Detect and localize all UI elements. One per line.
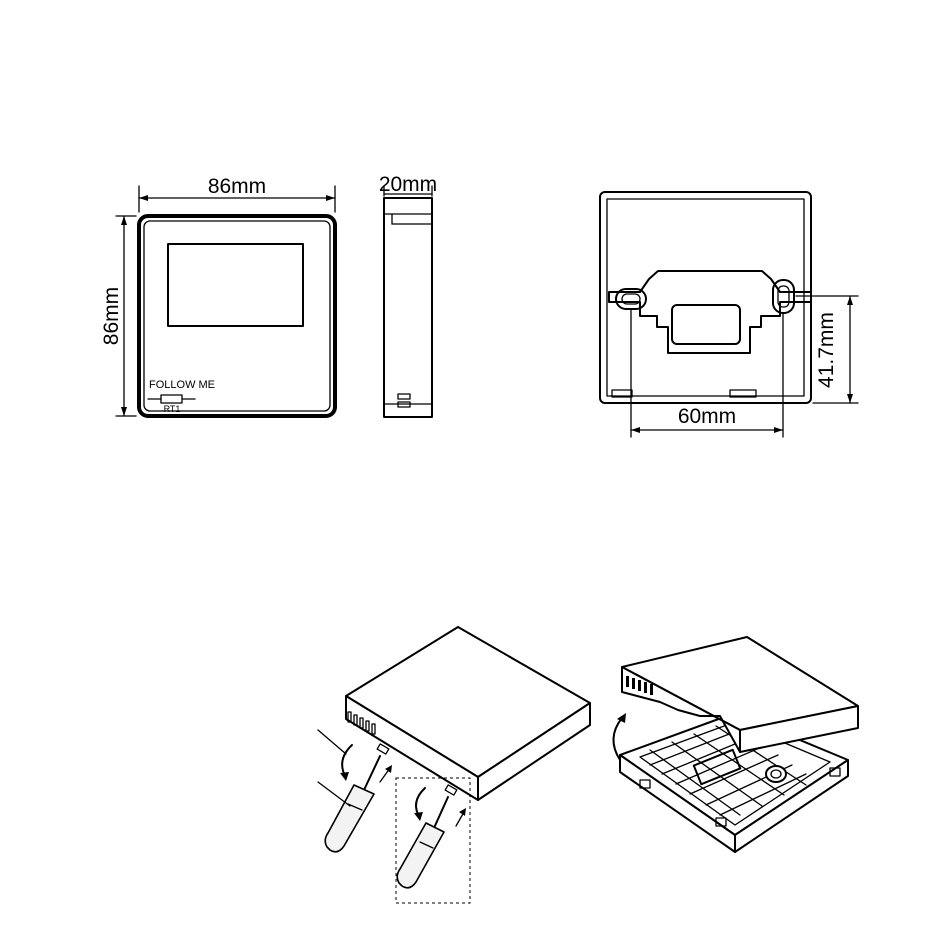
arrow-down xyxy=(847,394,853,403)
arrow-left xyxy=(139,195,148,201)
front-view: 86mm 86mm FOLLOW ME RT1 xyxy=(100,175,335,416)
back-outer-frame xyxy=(600,192,811,403)
screwdriver-icon xyxy=(397,797,448,888)
hole-spacing-label: 60mm xyxy=(678,405,736,428)
arrow-left xyxy=(631,427,640,433)
arrow-down xyxy=(121,407,127,416)
arrow-up xyxy=(847,296,853,305)
screwdriver-icon xyxy=(325,756,380,852)
hole-height-label: 41.7mm xyxy=(815,312,838,388)
display-screen xyxy=(168,244,303,326)
arrow-right xyxy=(774,427,783,433)
arrow-right xyxy=(326,195,335,201)
arrow-head xyxy=(340,772,349,781)
side-clip-top xyxy=(398,394,410,399)
arrow-head xyxy=(414,812,423,821)
removal-step-lift-cover xyxy=(613,637,858,852)
side-view: 20mm xyxy=(379,173,437,417)
clip-slot-left xyxy=(377,744,389,754)
arrow-up xyxy=(121,216,127,225)
arrow-head xyxy=(385,765,392,773)
base-mounting-hole xyxy=(766,766,786,782)
back-inner-frame xyxy=(607,199,804,396)
device-top-face xyxy=(346,627,590,777)
side-body xyxy=(384,198,432,417)
removal-step-screwdriver xyxy=(318,627,590,903)
leader-line xyxy=(318,782,350,806)
back-view: 60mm 41.7mm xyxy=(600,192,858,437)
sensor-resistor-icon xyxy=(161,395,182,403)
leader-line xyxy=(318,730,346,754)
follow-me-label: FOLLOW ME xyxy=(149,379,215,391)
front-width-label: 86mm xyxy=(208,175,266,198)
side-depth-label: 20mm xyxy=(379,173,437,196)
front-height-label: 86mm xyxy=(100,287,123,345)
wire-cutout xyxy=(672,305,740,344)
sensor-code-label: RT1 xyxy=(164,404,181,414)
